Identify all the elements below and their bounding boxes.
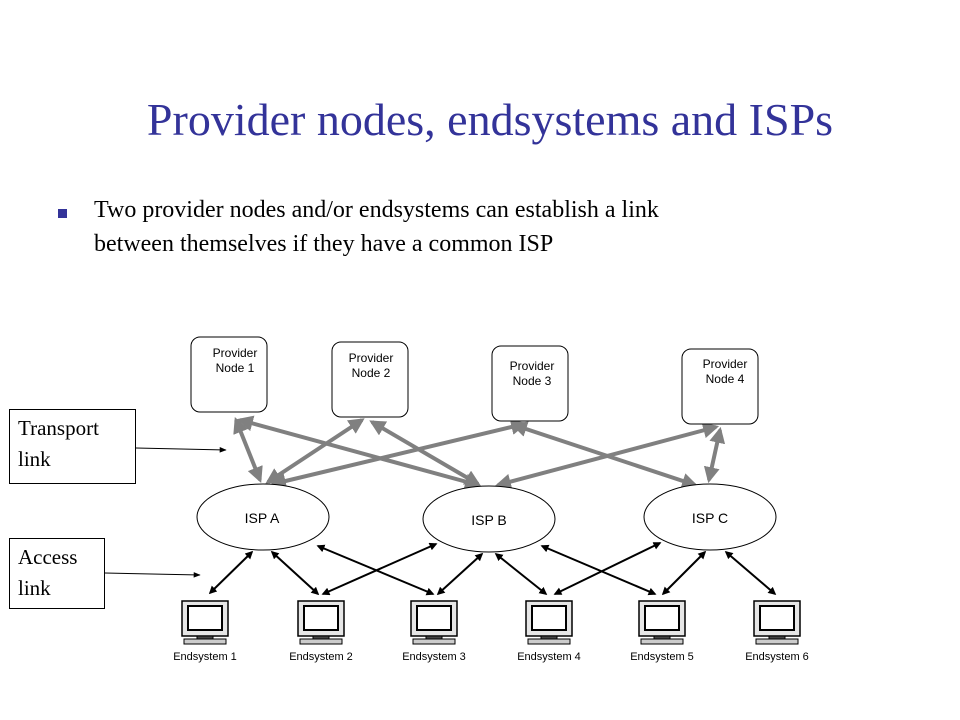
provider-node-1: Provider Node 1 [190,336,268,413]
provider-node-label: Provider [510,359,555,373]
access-link [208,550,254,595]
computer-icon [181,600,229,645]
endsystem-3: Endsystem 3 [402,600,466,663]
access-link [321,542,438,596]
computer-icon [638,600,686,645]
bullet-marker [58,209,67,218]
access-link-callout: Access link [9,538,105,609]
endsystem-2: Endsystem 2 [289,600,353,663]
callout-line: Transport [18,416,99,440]
provider-node-label: Provider [349,351,394,365]
computer-icon [753,600,801,645]
bullet-text-line-1: Two provider nodes and/or endsystems can… [94,197,659,223]
endsystems: Endsystem 1 Endsystem 2 Endsystem 3 Endsyst… [173,600,809,663]
provider-node-label: Node 1 [216,361,255,375]
transport-link-callout: Transport link [9,409,136,484]
isp-a: ISP A [196,483,330,551]
access-link [494,553,548,595]
access-link [270,550,320,596]
bullet-text-line-2: between themselves if they have a common… [94,231,554,257]
access-link [724,550,777,596]
bullet-text: Two provider nodes and/or endsystems can… [94,193,894,261]
access-link [436,552,484,596]
endsystem-1: Endsystem 1 [173,600,237,663]
provider-node-label: Node 4 [706,372,745,386]
computer-icon [297,600,345,645]
transport-link [703,426,726,484]
transport-callout-pointer [135,447,227,453]
callout-line: link [18,447,51,471]
computer-icon [525,600,573,645]
transport-link [369,420,481,486]
provider-node-label: Node 3 [513,374,552,388]
slide-title: Provider nodes, endsystems and ISPs [146,94,834,145]
callout-line: Access [18,545,78,569]
endsystem-label: Endsystem 4 [517,651,581,663]
endsystem-label: Endsystem 1 [173,651,237,663]
provider-node-4: Provider Node 4 [681,348,759,425]
access-links [208,542,777,596]
access-link [661,550,707,596]
transport-link [494,422,720,490]
access-callout-pointer [104,572,201,578]
endsystem-4: Endsystem 4 [517,600,581,663]
transport-links [233,415,726,490]
endsystem-label: Endsystem 2 [289,651,353,663]
endsystem-label: Endsystem 6 [745,651,809,663]
transport-link [269,419,528,489]
provider-node-label: Provider [703,357,748,371]
access-link [553,542,662,595]
transport-link [233,417,263,483]
endsystem-5: Endsystem 5 [630,600,694,663]
endsystem-label: Endsystem 3 [402,651,466,663]
provider-node-label: Node 2 [352,366,391,380]
isp-c: ISP C [643,483,777,551]
provider-node-2: Provider Node 2 [331,341,409,418]
callout-line: link [18,576,51,600]
computer-icon [410,600,458,645]
isp-label: ISP C [692,510,728,526]
isp-label: ISP B [471,512,507,528]
endsystem-6: Endsystem 6 [745,600,809,663]
isp-b: ISP B [422,485,556,553]
isp-label: ISP A [245,510,280,526]
provider-node-label: Provider [213,346,258,360]
endsystem-label: Endsystem 5 [630,651,694,663]
provider-node-3: Provider Node 3 [491,345,569,422]
